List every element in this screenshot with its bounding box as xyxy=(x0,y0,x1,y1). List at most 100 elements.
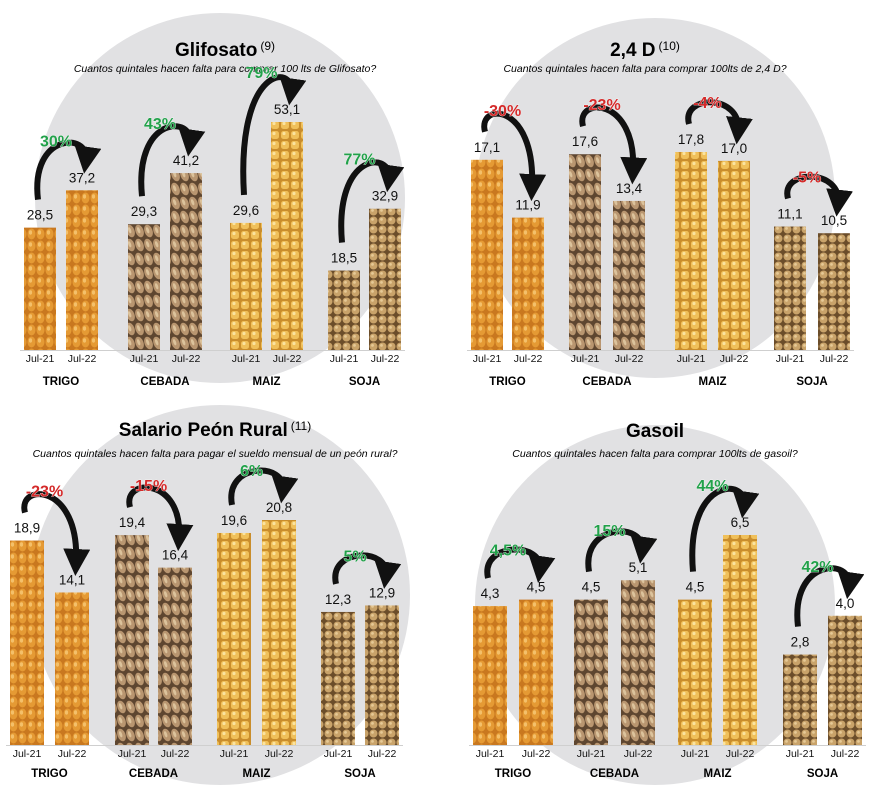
category-label: CEBADA xyxy=(590,768,639,780)
category-label: CEBADA xyxy=(140,376,189,388)
percent-change-label: 44% xyxy=(696,478,728,495)
category-label: TRIGO xyxy=(495,768,531,780)
bar-soja-jul-21 xyxy=(783,654,817,745)
percent-change-label: -23% xyxy=(583,97,620,114)
change-arrow xyxy=(481,110,547,202)
category-label: MAIZ xyxy=(703,768,731,780)
value-label: 18,5 xyxy=(331,251,357,266)
chart-panel-glifosato: Glifosato(9)Cuantos quintales hacen falt… xyxy=(20,13,405,388)
period-label: Jul-22 xyxy=(726,748,755,760)
value-label: 10,5 xyxy=(821,213,847,228)
value-label: 19,4 xyxy=(119,515,146,530)
value-label: 28,5 xyxy=(27,208,53,223)
bar-maiz-jul-22 xyxy=(271,122,303,350)
change-arrow xyxy=(126,484,194,552)
change-arrow xyxy=(685,99,753,145)
category-label: MAIZ xyxy=(698,376,726,388)
percent-change-label: 42% xyxy=(801,559,833,576)
title-note: (10) xyxy=(659,39,680,53)
percent-change-label: 77% xyxy=(343,152,375,169)
category-label: SOJA xyxy=(807,768,838,780)
change-arrow xyxy=(34,139,102,200)
percent-change-label: -5% xyxy=(793,170,821,187)
bar-trigo-jul-21 xyxy=(473,606,507,745)
percent-change-label: 5% xyxy=(343,548,366,565)
change-arrow xyxy=(484,546,556,583)
percent-change-label: -23% xyxy=(26,484,63,501)
change-arrow xyxy=(794,565,865,627)
bar-maiz-jul-21 xyxy=(230,222,262,350)
change-arrow xyxy=(228,467,299,506)
value-label: 2,8 xyxy=(791,635,810,650)
category-label: CEBADA xyxy=(129,768,178,780)
percent-change-label: -4% xyxy=(693,95,721,112)
value-label: 13,4 xyxy=(616,181,643,196)
period-label: Jul-22 xyxy=(720,353,749,365)
category-label: CEBADA xyxy=(582,376,631,388)
value-label: 11,9 xyxy=(515,198,540,213)
period-label: Jul-22 xyxy=(514,353,543,365)
period-label: Jul-21 xyxy=(577,748,606,760)
category-label: SOJA xyxy=(349,376,380,388)
period-label: Jul-21 xyxy=(232,353,261,365)
category-label: TRIGO xyxy=(489,376,525,388)
value-label: 32,9 xyxy=(372,189,398,204)
value-label: 17,8 xyxy=(678,132,704,147)
bar-cebada-jul-22 xyxy=(170,173,202,350)
value-label: 6,5 xyxy=(731,515,750,530)
bar-soja-jul-21 xyxy=(321,611,355,745)
percent-change-label: 79% xyxy=(245,65,277,82)
value-label: 19,6 xyxy=(221,513,247,528)
bar-cebada-jul-22 xyxy=(621,580,655,745)
bar-trigo-jul-22 xyxy=(512,217,544,350)
title-note: (9) xyxy=(260,39,275,53)
bar-soja-jul-21 xyxy=(774,226,806,350)
period-label: Jul-22 xyxy=(273,353,302,365)
period-label: Jul-22 xyxy=(265,748,294,760)
change-arrow xyxy=(585,528,658,573)
bar-soja-jul-22 xyxy=(365,605,399,745)
value-label: 4,0 xyxy=(836,596,855,611)
bar-trigo-jul-21 xyxy=(471,159,503,350)
chart-subtitle: Cuantos quintales hacen falta para pagar… xyxy=(33,448,398,460)
bar-cebada-jul-21 xyxy=(569,154,601,350)
change-arrow xyxy=(332,552,402,589)
value-label: 37,2 xyxy=(69,170,95,185)
period-label: Jul-21 xyxy=(13,748,42,760)
bar-soja-jul-22 xyxy=(818,233,850,350)
period-label: Jul-21 xyxy=(26,353,55,365)
bar-trigo-jul-21 xyxy=(10,540,44,745)
bar-maiz-jul-22 xyxy=(262,520,296,745)
period-label: Jul-22 xyxy=(172,353,201,365)
value-label: 4,5 xyxy=(582,580,601,595)
percent-change-label: 43% xyxy=(144,116,176,133)
period-label: Jul-21 xyxy=(473,353,502,365)
chart-title: Salario Peón Rural(11) xyxy=(119,419,311,441)
period-label: Jul-22 xyxy=(615,353,644,365)
value-label: 17,6 xyxy=(572,134,598,149)
change-arrow xyxy=(338,159,405,243)
percent-change-label: 6% xyxy=(240,463,263,480)
period-label: Jul-21 xyxy=(681,748,710,760)
period-label: Jul-21 xyxy=(330,353,359,365)
title-note: (11) xyxy=(291,419,311,433)
chart-subtitle: Cuantos quintales hacen falta para compr… xyxy=(512,448,798,460)
bar-maiz-jul-22 xyxy=(723,535,757,745)
bar-soja-jul-21 xyxy=(328,270,360,350)
chart-subtitle: Cuantos quintales hacen falta para compr… xyxy=(74,63,377,75)
bar-maiz-jul-21 xyxy=(217,532,251,745)
period-label: Jul-21 xyxy=(130,353,159,365)
value-label: 4,5 xyxy=(686,580,705,595)
bar-maiz-jul-21 xyxy=(675,152,707,350)
bar-cebada-jul-21 xyxy=(574,599,608,745)
period-label: Jul-22 xyxy=(58,748,87,760)
category-label: TRIGO xyxy=(31,768,67,780)
period-label: Jul-21 xyxy=(786,748,815,760)
bar-soja-jul-22 xyxy=(828,615,862,745)
value-label: 17,1 xyxy=(474,140,500,155)
value-label: 5,1 xyxy=(629,560,648,575)
change-arrow xyxy=(21,491,91,576)
background-circle xyxy=(35,13,405,383)
period-label: Jul-22 xyxy=(831,748,860,760)
value-label: 4,5 xyxy=(527,580,546,595)
